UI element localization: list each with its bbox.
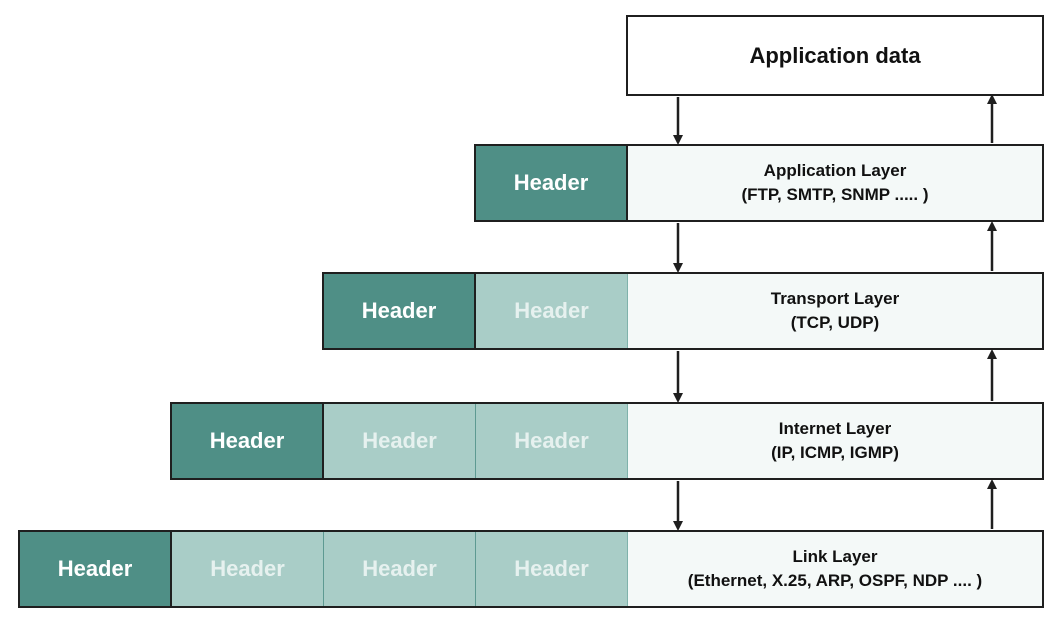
layer-name: Application Layer [763, 161, 907, 180]
layer-name: Transport Layer [770, 289, 900, 308]
inherited-header-segment: Header [476, 404, 628, 478]
transport-layer-label: Transport Layer (TCP, UDP) [628, 274, 1042, 348]
layer-protocols: (TCP, UDP) [790, 313, 880, 332]
inherited-header-segment: Header [476, 274, 628, 348]
inherited-header-segment: Header [324, 404, 476, 478]
transport-layer-row: Header Header Transport Layer (TCP, UDP) [322, 272, 1044, 350]
header-segment: Header [172, 404, 324, 478]
layer-name: Internet Layer [778, 419, 892, 438]
application-layer-label: Application Layer (FTP, SMTP, SNMP .....… [628, 146, 1042, 220]
application-data-box: Application data [626, 15, 1044, 96]
inherited-header-segment: Header [476, 532, 628, 606]
header-segment: Header [476, 146, 628, 220]
inherited-header-segment: Header [172, 532, 324, 606]
layer-protocols: (Ethernet, X.25, ARP, OSPF, NDP .... ) [687, 571, 983, 590]
internet-layer-label: Internet Layer (IP, ICMP, IGMP) [628, 404, 1042, 478]
application-layer-row: Header Application Layer (FTP, SMTP, SNM… [474, 144, 1044, 222]
link-layer-label: Link Layer (Ethernet, X.25, ARP, OSPF, N… [628, 532, 1042, 606]
link-layer-row: Header Header Header Header Link Layer (… [18, 530, 1044, 608]
layer-protocols: (IP, ICMP, IGMP) [771, 443, 899, 462]
header-segment: Header [324, 274, 476, 348]
header-segment: Header [20, 532, 172, 606]
inherited-header-segment: Header [324, 532, 476, 606]
layer-name: Link Layer [792, 547, 878, 566]
application-data-label: Application data [749, 42, 921, 68]
layer-protocols: (FTP, SMTP, SNMP ..... ) [741, 185, 929, 204]
internet-layer-row: Header Header Header Internet Layer (IP,… [170, 402, 1044, 480]
